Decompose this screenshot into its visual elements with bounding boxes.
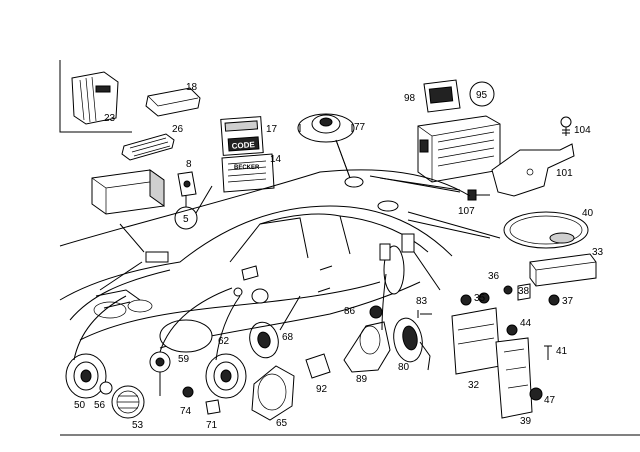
bracket-39-part [495, 337, 543, 419]
remote-control-part [121, 133, 175, 161]
tweeter-59-part [149, 351, 171, 396]
callout-71: 71 [206, 420, 218, 431]
speaker-77-part [297, 113, 355, 179]
callout-32: 32 [468, 380, 480, 391]
radio-brand-label: BECKER [234, 165, 260, 171]
cd-changer-part [417, 115, 501, 183]
callout-35: 35 [474, 293, 486, 304]
grille-65-part [251, 365, 295, 421]
speaker-50-part [65, 353, 107, 399]
module-98-part [423, 79, 461, 113]
screw-83-part [417, 310, 432, 318]
callout-56: 56 [94, 400, 106, 411]
callout-39: 39 [520, 416, 532, 427]
bracket-101-part [491, 143, 575, 197]
callout-40: 40 [582, 208, 594, 219]
callout-circle-95 [469, 81, 495, 107]
callout-80: 80 [398, 362, 410, 373]
callout-26: 26 [172, 124, 184, 135]
speaker-68-part [249, 321, 279, 359]
car-silhouette [59, 169, 471, 353]
sticker-part: BECKER [221, 153, 275, 193]
owner-manual-part [71, 71, 119, 125]
callout-101: 101 [556, 168, 573, 179]
callout-77: 77 [354, 122, 366, 133]
inset-frame [59, 60, 132, 133]
callout-47: 47 [544, 395, 556, 406]
speaker-62-part [205, 353, 247, 399]
callout-37: 37 [562, 296, 574, 307]
callout-74: 74 [180, 406, 192, 417]
callout-95: 95 [476, 90, 488, 101]
callout-50: 50 [74, 400, 86, 411]
callout-83: 83 [416, 296, 428, 307]
callout-62: 62 [218, 336, 230, 347]
nut-44-part [506, 324, 518, 336]
callout-labels: 23 18 26 17 14 8 5 77 98 95 104 101 107 … [74, 82, 604, 431]
callout-33: 33 [592, 247, 604, 258]
grille-53-part [111, 385, 145, 419]
amplifier-33-part [529, 253, 597, 287]
callout-41: 41 [556, 346, 568, 357]
callout-59: 59 [178, 354, 190, 365]
screw-41-part [544, 345, 552, 360]
radio-unit-part [91, 169, 165, 215]
clip-74-part [182, 386, 194, 398]
callout-23: 23 [104, 113, 116, 124]
callout-8: 8 [186, 159, 192, 170]
pouch-part [145, 87, 201, 117]
screw-104-part [560, 116, 572, 136]
speaker-housing-89-part [343, 321, 391, 373]
callout-107: 107 [458, 206, 475, 217]
bracket-part [177, 171, 197, 197]
bolt-107-part [467, 189, 490, 201]
callout-98: 98 [404, 93, 416, 104]
callout-44: 44 [520, 318, 532, 329]
clip-71-part [205, 399, 221, 415]
callout-36: 36 [488, 271, 500, 282]
callout-104: 104 [574, 125, 591, 136]
grommet-86-part [369, 305, 383, 319]
leader-lines [73, 139, 501, 361]
callout-17: 17 [266, 124, 278, 135]
callout-86: 86 [344, 306, 356, 317]
callout-14: 14 [270, 154, 282, 165]
callout-38: 38 [518, 286, 530, 297]
module-32-part [451, 294, 501, 375]
radio-faceplate-part: CODE [220, 116, 264, 156]
speaker-80-part [393, 317, 431, 371]
callout-18: 18 [186, 82, 198, 93]
callout-92: 92 [316, 384, 328, 395]
callout-53: 53 [132, 420, 144, 431]
code-label: CODE [231, 140, 255, 151]
callout-65: 65 [276, 418, 288, 429]
callout-89: 89 [356, 374, 368, 385]
callout-5: 5 [183, 214, 189, 225]
fastener-group [478, 283, 560, 306]
disc-40-part [503, 211, 589, 249]
tweeter-56-part [99, 381, 113, 395]
pad-92-part [305, 353, 331, 379]
callout-68: 68 [282, 332, 294, 343]
